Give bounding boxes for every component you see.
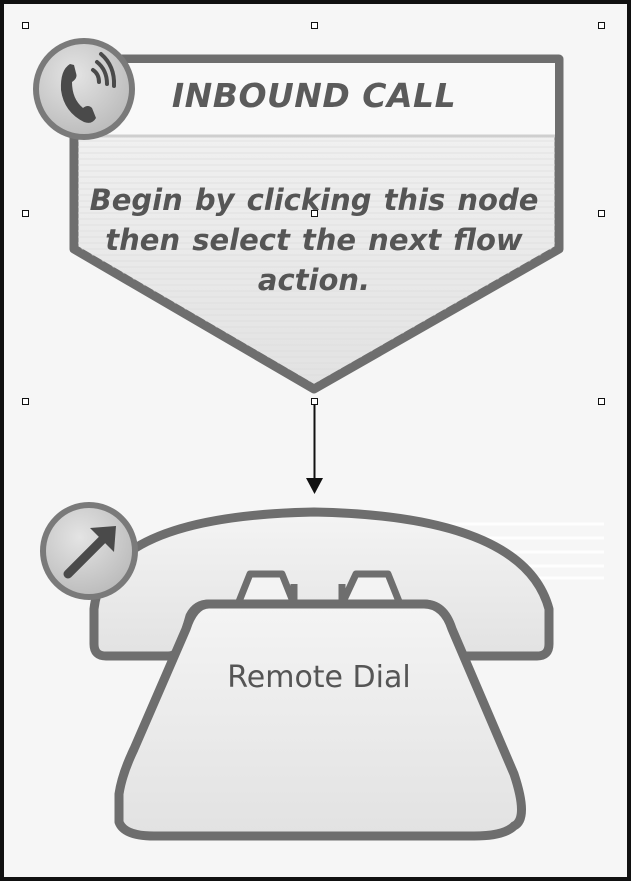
selection-handle[interactable] xyxy=(311,210,318,217)
phone-ringing-icon xyxy=(33,38,135,140)
flow-connector-arrow xyxy=(306,405,323,494)
selection-handle[interactable] xyxy=(22,210,29,217)
selection-handle[interactable] xyxy=(598,398,605,405)
selection-handle[interactable] xyxy=(22,398,29,405)
selection-handle[interactable] xyxy=(311,398,318,405)
selection-handle[interactable] xyxy=(598,22,605,29)
remote-dial-label: Remote Dial xyxy=(227,660,411,695)
selection-handle[interactable] xyxy=(598,210,605,217)
inbound-call-title: INBOUND CALL xyxy=(171,76,457,115)
inbound-call-description: Begin by clicking this node then select … xyxy=(89,183,539,297)
flow-graphic xyxy=(33,38,604,841)
selection-handle[interactable] xyxy=(22,22,29,29)
outbound-arrow-icon xyxy=(40,502,138,600)
remote-dial-node[interactable] xyxy=(89,507,604,841)
inbound-call-node[interactable] xyxy=(69,54,564,394)
selection-handle[interactable] xyxy=(311,22,318,29)
